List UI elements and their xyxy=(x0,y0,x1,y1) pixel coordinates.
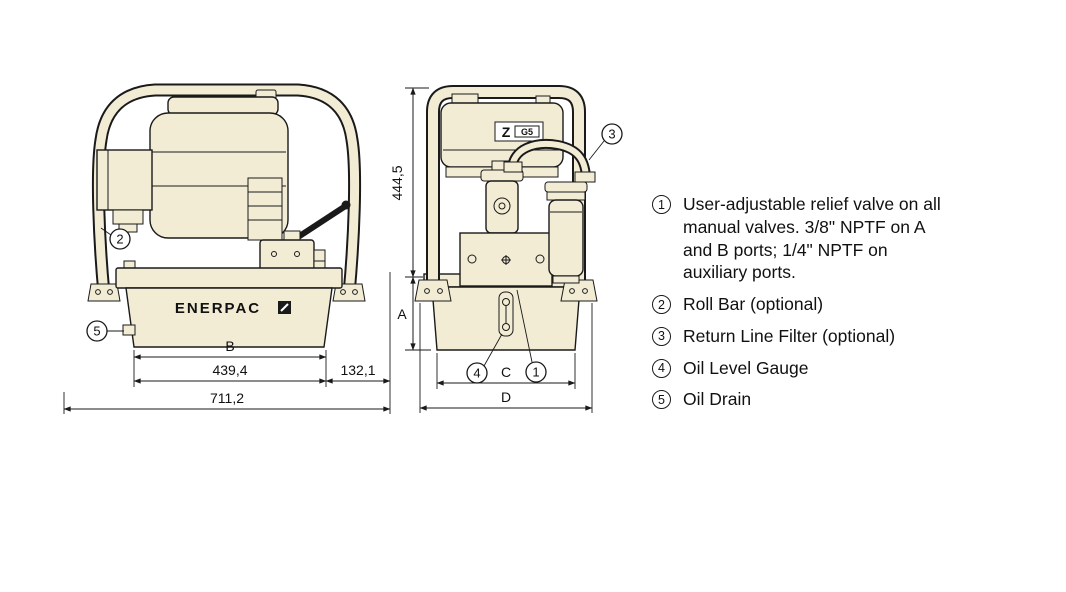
gauge-sight-bottom xyxy=(502,323,510,331)
legend-item-4: 4 Oil Level Gauge xyxy=(652,357,982,380)
legend-number-2: 2 xyxy=(652,295,671,314)
side-foot-left xyxy=(414,279,452,302)
legend-text-2: Roll Bar (optional) xyxy=(683,294,824,314)
callout-number: 3 xyxy=(608,127,615,142)
legend-number-1: 1 xyxy=(652,195,671,214)
pump-assembly xyxy=(459,160,553,287)
oil-drain-plug xyxy=(122,324,136,336)
pump-drawing: ENERPAC B 439,4 132,1 xyxy=(63,83,623,414)
return-pipe xyxy=(509,141,589,181)
oil-level-gauge xyxy=(498,291,514,337)
dim-label-d: D xyxy=(501,389,511,405)
foot-bolt-hole xyxy=(424,288,430,294)
callout-4: 4 xyxy=(466,333,503,384)
callout-leader xyxy=(483,333,503,367)
foot-bolt-hole xyxy=(569,288,575,294)
model-plate-z: Z xyxy=(502,124,511,140)
valve-bolt xyxy=(294,251,300,257)
pump-port xyxy=(493,197,511,215)
valve-handle xyxy=(289,204,347,244)
callout-number: 2 xyxy=(116,232,123,247)
reservoir-cover-plate xyxy=(115,267,343,289)
pipe-elbow xyxy=(574,171,596,183)
manifold-bolt xyxy=(535,254,545,264)
dim-label-711: 711,2 xyxy=(210,390,244,406)
filter-neck xyxy=(546,191,586,201)
callout-5: 5 xyxy=(86,320,124,342)
pump-cylinder xyxy=(485,180,519,234)
legend-text-3: Return Line Filter (optional) xyxy=(683,325,896,346)
legend-number-4: 4 xyxy=(652,358,671,378)
callout-leader xyxy=(588,140,605,161)
pump-port-center xyxy=(498,202,506,210)
roll-bar-foot-left xyxy=(87,283,121,302)
callout-3: 3 xyxy=(588,123,623,161)
foot-bolt-hole xyxy=(352,289,358,295)
callout-number: 5 xyxy=(93,324,100,339)
callout-circle xyxy=(109,228,131,250)
side-view-dimensions: 444,5 A C D xyxy=(389,87,593,413)
electrical-box xyxy=(96,149,153,211)
dim-label-b: B xyxy=(225,338,234,354)
callout-circle xyxy=(466,362,488,384)
side-roll-bar-tube xyxy=(428,87,584,294)
pipe-fitting xyxy=(503,161,523,173)
legend-item-1: 1 User-adjustable relief valve on all ma… xyxy=(652,193,982,284)
dim-label-a: A xyxy=(397,306,407,322)
dim-label-c: C xyxy=(501,364,511,380)
valve-riser xyxy=(247,177,283,241)
legend-text-1: User-adjustable relief valve on all manu… xyxy=(683,194,941,283)
legend-item-2: 2 Roll Bar (optional) xyxy=(652,293,982,316)
side-foot-right xyxy=(560,279,598,302)
valve-bolt xyxy=(271,251,277,257)
legend-text-5: Oil Drain xyxy=(683,389,752,410)
callout-circle xyxy=(601,123,623,145)
foot-bolt-hole xyxy=(340,289,346,295)
gauge-sight-top xyxy=(502,298,510,306)
legend: 1 User-adjustable relief valve on all ma… xyxy=(652,193,982,420)
filter-body xyxy=(548,199,584,277)
callout-number: 4 xyxy=(473,366,480,381)
legend-number-3: 3 xyxy=(652,326,671,346)
dim-label-132: 132,1 xyxy=(340,362,375,378)
legend-item-3: 3 Return Line Filter (optional) xyxy=(652,325,982,348)
front-view: ENERPAC B 439,4 132,1 xyxy=(63,83,391,414)
model-plate xyxy=(494,121,544,142)
callout-2: 2 xyxy=(100,227,131,250)
brand-label: ENERPAC xyxy=(175,300,261,317)
legend-text-4: Oil Level Gauge xyxy=(683,357,809,378)
callout-leader xyxy=(100,227,112,236)
dim-label-439: 439,4 xyxy=(212,362,247,378)
conduit-fitting xyxy=(112,209,144,225)
manifold-bolt xyxy=(467,254,477,264)
model-plate-series: G5 xyxy=(521,127,533,137)
callout-circle xyxy=(86,320,108,342)
legend-number-5: 5 xyxy=(652,390,671,410)
model-plate-box xyxy=(514,125,540,138)
side-view: Z G5 xyxy=(389,85,623,413)
filter-cap xyxy=(544,181,588,193)
valve-handle-knob xyxy=(341,200,351,210)
front-view-dimensions: B 439,4 132,1 711,2 xyxy=(63,272,391,414)
foot-bolt-hole xyxy=(437,288,443,294)
foot-bolt-hole xyxy=(95,289,101,295)
callout-leader xyxy=(516,289,533,363)
filter-base xyxy=(552,275,580,284)
reservoir: ENERPAC xyxy=(115,260,343,348)
callout-circle xyxy=(525,361,547,383)
foot-bolt-hole xyxy=(582,288,588,294)
return-line-filter xyxy=(503,139,596,284)
callout-1: 1 xyxy=(516,289,547,383)
callout-number: 1 xyxy=(532,365,539,380)
side-roll-bar xyxy=(414,85,598,302)
enerpac-logo-icon xyxy=(278,301,291,314)
dim-label-height: 444,5 xyxy=(389,165,405,200)
foot-bolt-hole xyxy=(107,289,113,295)
legend-item-5: 5 Oil Drain xyxy=(652,388,982,411)
